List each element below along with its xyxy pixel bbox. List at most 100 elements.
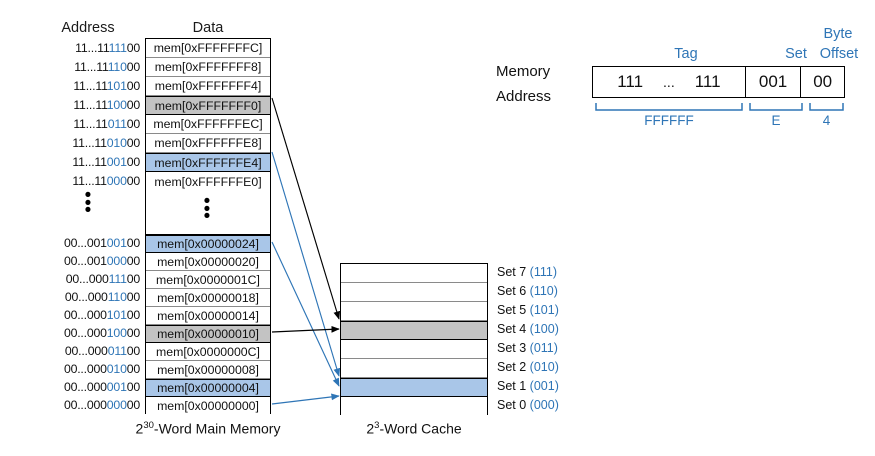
field-label-byte: Byte <box>823 26 853 42</box>
addr-prefix: 11...11 <box>73 97 107 112</box>
addr-offset-bits: 00 <box>126 173 140 188</box>
addr-offset-bits: 00 <box>126 308 140 322</box>
memory-address-label-line2: Address <box>496 88 552 105</box>
memory-row-data: mem[0xFFFFFFE8] <box>154 136 262 150</box>
cache-set-name: Set 5 <box>497 303 527 317</box>
memory-row-data: mem[0xFFFFFFE0] <box>154 174 262 189</box>
addr-offset-bits: 00 <box>126 154 140 169</box>
memory-row-data: mem[0x0000000C] <box>156 344 260 359</box>
cache-row <box>341 302 487 321</box>
address-header-text: Address <box>61 20 115 36</box>
arrow-00000004-to-set1 <box>271 393 340 405</box>
memory-row-data: mem[0xFFFFFFF4] <box>154 79 262 93</box>
memory-row: mem[0x00000008] <box>146 361 270 379</box>
memory-address-label: 00...00100000 <box>20 254 140 268</box>
addr-prefix: 00...000 <box>63 308 107 322</box>
memory-address-label: 00...00001000 <box>20 362 140 376</box>
address-segment-tag: 111 ... 111 <box>593 67 746 97</box>
memory-row: mem[0xFFFFFFF8] <box>146 58 270 77</box>
cache-set-label: Set 0 (000) <box>497 398 559 412</box>
memory-row-data: mem[0x00000014] <box>157 308 259 323</box>
memory-row: mem[0x00000018] <box>146 289 270 307</box>
cache-row <box>341 359 487 378</box>
cache-row <box>341 340 487 359</box>
addr-prefix: 11...11 <box>73 116 108 131</box>
cache-block <box>340 263 488 416</box>
addr-set-bits: 010 <box>106 362 127 376</box>
memory-address-label: 00...00011100 <box>20 272 140 286</box>
memory-address-label: 00...00010100 <box>20 308 140 322</box>
addr-set-bits: 110 <box>107 59 127 74</box>
address-segment-set: 001 <box>746 67 802 97</box>
addr-set-bits: 001 <box>106 236 127 250</box>
memory-row: mem[0xFFFFFFEC] <box>146 115 270 134</box>
addr-offset-bits: 00 <box>126 362 140 376</box>
cache-set-label: Set 7 (111) <box>497 265 557 279</box>
memory-address-label: 11...1110000 <box>20 98 140 112</box>
memory-address-label: 11...1101100 <box>20 117 140 131</box>
addr-offset-bits: 00 <box>126 380 140 394</box>
memory-row-data: mem[0x00000004] <box>157 381 259 395</box>
cache-row <box>341 321 487 340</box>
addr-offset-bits: 00 <box>126 40 140 55</box>
addr-offset-bits: 00 <box>126 97 140 112</box>
memory-row: mem[0xFFFFFFE0] <box>146 172 270 191</box>
address-segment-offset: 00 <box>813 72 833 91</box>
addr-offset-bits: 00 <box>126 398 140 412</box>
addr-set-bits: 011 <box>107 344 127 358</box>
memory-address-label: 11...1100000 <box>20 174 140 188</box>
memory-address-label: 11...1111000 <box>20 60 140 74</box>
addr-offset-bits: 00 <box>126 116 140 131</box>
memory-row: mem[0x00000020] <box>146 253 270 271</box>
memory-row-data: mem[0xFFFFFFEC] <box>153 117 263 131</box>
cache-set-label: Set 6 (110) <box>497 284 558 298</box>
addr-offset-bits: 00 <box>126 272 140 286</box>
addr-prefix: 11...11 <box>72 154 107 169</box>
addr-prefix: 00...001 <box>63 254 107 268</box>
memory-address-label: 00...00000100 <box>20 380 140 394</box>
cache-set-name: Set 4 <box>497 322 527 336</box>
hex-label-set: E <box>771 113 781 128</box>
address-column-header: Address <box>36 20 140 36</box>
address-field-box: 111 ... 111 001 00 <box>592 66 845 98</box>
addr-set-bits: 100 <box>106 326 127 340</box>
memory-row: mem[0xFFFFFFE8] <box>146 134 270 153</box>
memory-row-data: mem[0x00000008] <box>157 362 259 377</box>
memory-row: mem[0x00000024] <box>146 235 270 253</box>
cache-set-name: Set 7 <box>497 265 527 279</box>
addr-set-bits: 011 <box>107 116 127 131</box>
main-memory-upper-block: mem[0xFFFFFFFC]mem[0xFFFFFFF8]mem[0xFFFF… <box>145 38 271 191</box>
data-header-text: Data <box>192 20 224 36</box>
addr-prefix: 11...11 <box>74 59 108 74</box>
addr-set-bits: 100 <box>106 97 127 112</box>
addr-prefix: 00...000 <box>63 362 107 376</box>
memory-row-data: mem[0x00000018] <box>157 290 259 305</box>
cache-set-bits: (100) <box>529 322 559 336</box>
cache-set-label: Set 4 (100) <box>497 322 559 336</box>
memory-row-data: mem[0x00000010] <box>157 327 259 341</box>
memory-address-label: 11...1111100 <box>20 41 140 55</box>
cache-row <box>341 264 487 283</box>
addr-set-bits: 101 <box>106 308 127 322</box>
main-memory-caption: 230-Word Main Memory <box>135 420 281 437</box>
memory-row: mem[0x00000010] <box>146 325 270 343</box>
addr-set-bits: 111 <box>108 272 127 286</box>
memory-row: mem[0x0000001C] <box>146 271 270 289</box>
memory-address-label: 00...00100100 <box>20 236 140 250</box>
arrow-fffffff0-to-set4 <box>271 97 341 320</box>
addr-set-bits: 000 <box>106 254 127 268</box>
field-label-set: Set <box>785 46 807 62</box>
memory-address-label: 00...00000000 <box>20 398 140 412</box>
memory-address-label-line1: Memory <box>496 63 551 80</box>
cache-set-bits: (101) <box>529 303 559 317</box>
addr-offset-bits: 00 <box>126 78 140 93</box>
addr-prefix: 00...000 <box>64 290 108 304</box>
memory-row-data: mem[0x00000000] <box>157 399 259 413</box>
memory-address-label: 00...00010000 <box>20 326 140 340</box>
memory-row-data: mem[0x0000001C] <box>156 272 260 287</box>
cache-caption: 23-Word Cache <box>366 420 462 437</box>
addr-prefix: 00...000 <box>65 272 109 286</box>
memory-address-label: 00...00011000 <box>20 290 140 304</box>
hex-label-offset: 4 <box>822 113 831 128</box>
